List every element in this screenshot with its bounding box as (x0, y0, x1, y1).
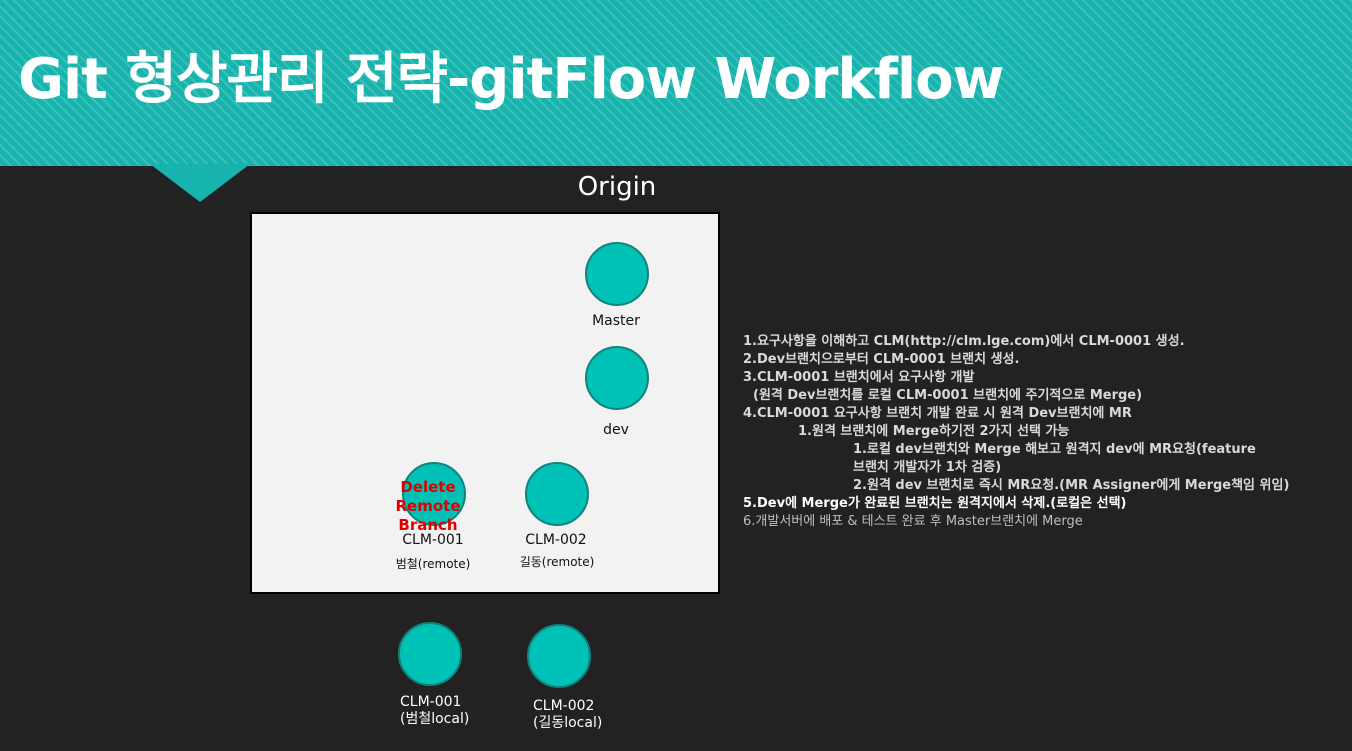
clm002-local-label: CLM-002 (길동local) (533, 698, 602, 732)
step-4-1-1-cont: 브랜치 개발자가 1차 검증) (853, 460, 1002, 475)
clm001-local-label: CLM-001 (범철local) (400, 694, 469, 728)
master-branch-node (585, 242, 649, 306)
step-1: 1.요구사항을 이해하고 CLM(http://clm.lge.com)에서 C… (743, 334, 1185, 349)
delete-annotation-line1: Delete (400, 478, 456, 496)
clm002-remote-owner: 길동(remote) (519, 555, 595, 569)
step-4-1-1: 1.로컬 dev브랜치와 Merge 해보고 원격지 dev에 MR요청(fea… (853, 442, 1256, 457)
clm001-remote-label: CLM-001 (402, 532, 464, 548)
clm001-local-node (398, 622, 462, 686)
step-6: 6.개발서버에 배포 & 테스트 완료 후 Master브랜치에 Merge (743, 514, 1083, 529)
clm001-remote-owner: 범철(remote) (395, 557, 471, 571)
origin-label: Origin (577, 172, 657, 202)
step-3-note: (원격 Dev브랜치를 로컬 CLM-0001 브랜치에 주기적으로 Merge… (753, 388, 1143, 403)
dev-branch-label: dev (603, 422, 629, 438)
step-4-1-2: 2.원격 dev 브랜치로 즉시 MR요청.(MR Assigner에게 Mer… (853, 478, 1290, 493)
delete-remote-branch-annotation: Delete Remote Branch (366, 478, 490, 535)
step-4-1: 1.원격 브랜치에 Merge하기전 2가지 선택 가능 (798, 424, 1070, 439)
dev-branch-node (585, 346, 649, 410)
clm002-local-name: CLM-002 (533, 698, 595, 714)
master-branch-label: Master (592, 313, 640, 329)
clm002-remote-label: CLM-002 (525, 532, 587, 548)
step-2: 2.Dev브랜치으로부터 CLM-0001 브랜치 생성. (743, 352, 1020, 367)
step-3: 3.CLM-0001 브랜치에서 요구사항 개발 (743, 370, 975, 385)
clm001-remote-node (402, 462, 466, 526)
clm002-remote-node (525, 462, 589, 526)
clm001-local-owner: (범철local) (400, 711, 470, 727)
step-5: 5.Dev에 Merge가 완료된 브랜치는 원격지에서 삭제.(로컬은 선택) (743, 496, 1127, 511)
title-banner (0, 0, 1352, 166)
clm002-local-owner: (길동local) (533, 715, 603, 731)
clm002-local-node (527, 624, 591, 688)
clm001-local-name: CLM-001 (400, 694, 462, 710)
workflow-steps: 1.요구사항을 이해하고 CLM(http://clm.lge.com)에서 C… (743, 333, 1343, 531)
delete-annotation-line2: Remote Branch (395, 497, 461, 534)
step-4: 4.CLM-0001 요구사항 브랜치 개발 완료 시 원격 Dev브랜치에 M… (743, 406, 1132, 421)
banner-notch (150, 164, 250, 202)
origin-repository-panel (250, 212, 720, 594)
slide-title: Git 형상관리 전략-gitFlow Workflow (18, 47, 1004, 112)
